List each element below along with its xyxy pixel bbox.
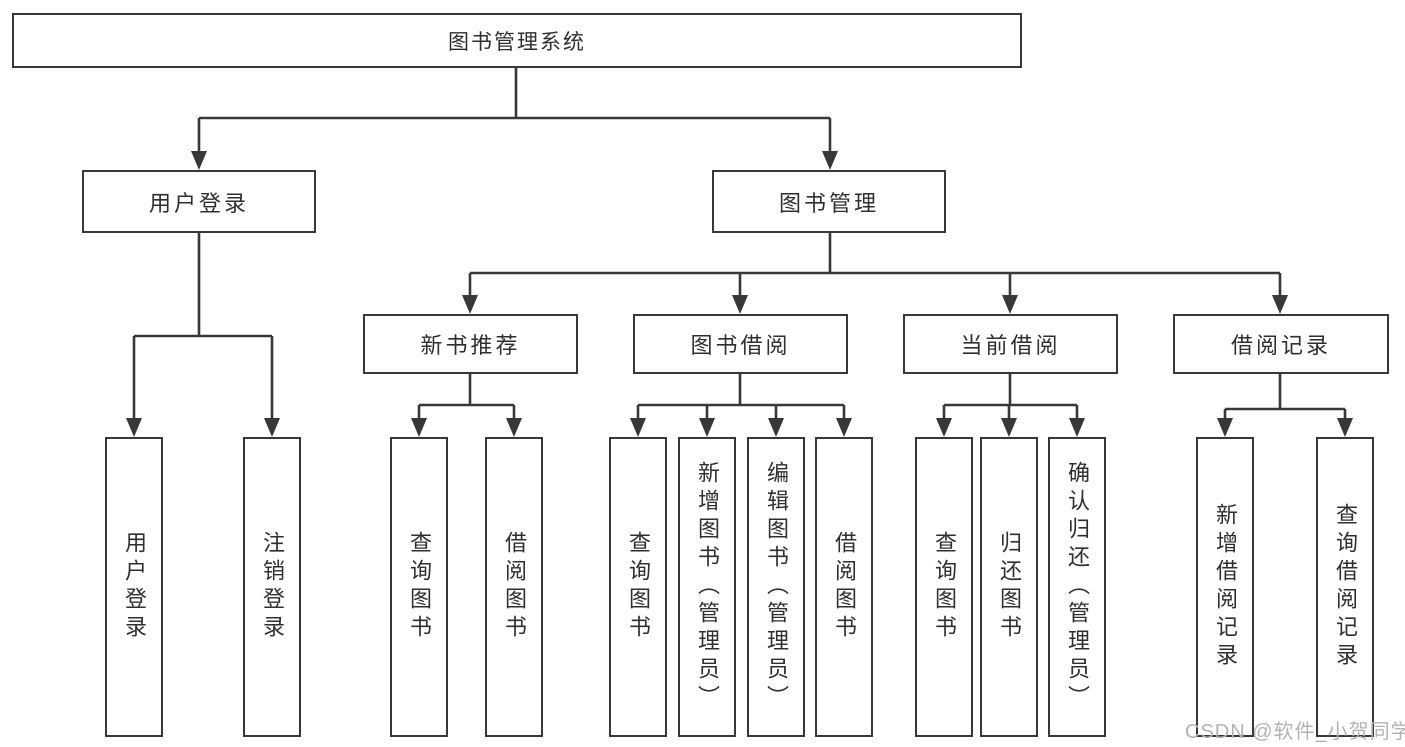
leaf-label: 归还图书: [997, 531, 1022, 643]
connector-paths: [132, 68, 1347, 423]
leaf-query-borrow-record: 查询借阅记录: [1316, 437, 1374, 737]
leaf-label: 确认归还（管理员）: [1065, 461, 1090, 713]
root-node: 图书管理系统: [12, 13, 1022, 68]
leaf-borrow-books: 借阅图书: [815, 437, 873, 737]
leaf-add-book-admin: 新增图书（管理员）: [678, 437, 736, 737]
leaf-add-borrow-record: 新增借阅记录: [1196, 437, 1254, 737]
node-current-borrow: 当前借阅: [903, 314, 1118, 374]
leaf-label: 注销登录: [260, 531, 285, 643]
leaf-label: 借阅图书: [832, 531, 857, 643]
leaf-confirm-return-admin: 确认归还（管理员）: [1048, 437, 1106, 737]
node-book-borrow: 图书借阅: [633, 314, 848, 374]
leaf-return-book: 归还图书: [980, 437, 1038, 737]
leaf-borrow-books-recommend: 借阅图书: [485, 437, 543, 737]
leaf-label: 查询图书: [932, 531, 957, 643]
leaf-label: 新增借阅记录: [1213, 503, 1238, 671]
leaf-query-books-current: 查询图书: [915, 437, 973, 737]
arrowheads: [126, 151, 1353, 437]
leaf-logout: 注销登录: [243, 437, 301, 737]
leaf-query-books-borrow: 查询图书: [609, 437, 667, 737]
leaf-label: 编辑图书（管理员）: [764, 461, 789, 713]
leaf-label: 用户登录: [122, 531, 147, 643]
leaf-user-login: 用户登录: [105, 437, 163, 737]
leaf-label: 查询图书: [407, 531, 432, 643]
leaf-label: 查询借阅记录: [1333, 503, 1358, 671]
csdn-watermark: CSDN @软件_小贺同学: [1185, 721, 1405, 743]
leaf-label: 借阅图书: [502, 531, 527, 643]
node-book-management: 图书管理: [712, 170, 946, 233]
leaf-query-books-recommend: 查询图书: [390, 437, 448, 737]
leaf-label: 新增图书（管理员）: [695, 461, 720, 713]
node-user-login: 用户登录: [82, 170, 316, 233]
node-new-book-recommend: 新书推荐: [363, 314, 578, 374]
leaf-label: 查询图书: [626, 531, 651, 643]
leaf-edit-book-admin: 编辑图书（管理员）: [747, 437, 805, 737]
node-borrow-records: 借阅记录: [1173, 314, 1389, 374]
